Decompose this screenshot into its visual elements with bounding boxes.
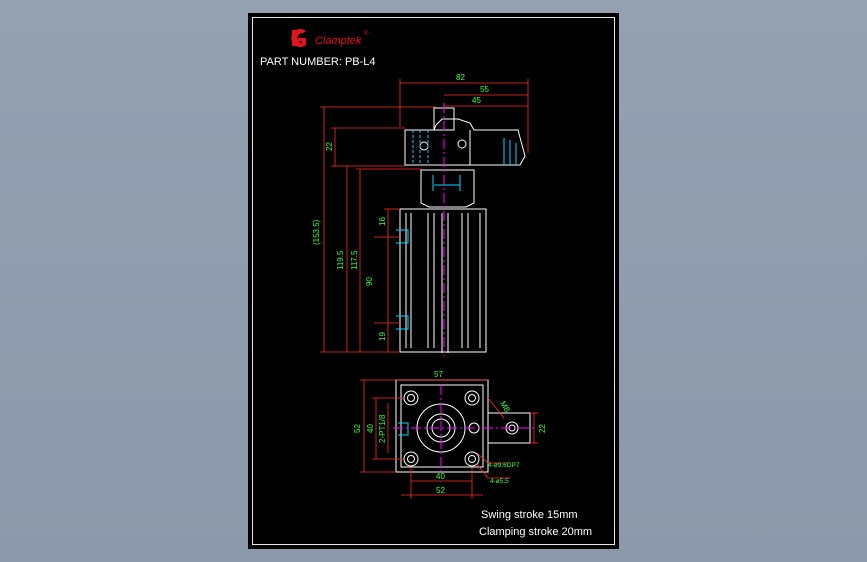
dim-40-horiz: 40 [436,472,445,481]
flange-outline [395,379,489,473]
dim-117-5: 117.5 [350,250,359,270]
dim-22-side: 22 [325,142,334,151]
logo-registered-mark: ® [364,30,369,37]
dim-55: 55 [480,85,489,94]
swing-stroke-note: Swing stroke 15mm [481,509,578,521]
dim-52-horiz: 52 [436,486,445,495]
dim-holes-9-6: 4-ø9.6DP7 [488,462,520,469]
plan-view-dim-text: 57 52 40 2-PT1/8 M8 22 4-ø9.6DP7 40 4-ø5… [353,370,547,495]
dim-19: 19 [378,332,387,341]
side-view-dim-text: 82 55 45 22 (153.5) 119.5 117.5 16 90 19 [312,73,489,341]
dim-57: 57 [434,370,443,379]
part-number-label: PART NUMBER: PB-L4 [260,56,376,68]
dim-40-vert: 40 [366,424,375,433]
upper-port [396,229,409,244]
dim-holes-5-5: 4-ø5.5 [490,478,509,485]
dim-45: 45 [472,96,481,105]
dim-16: 16 [378,217,387,226]
bolt-hole-tr [464,390,480,406]
drawing-sheet: Clamptek ® PART NUMBER: PB-L4 [248,13,619,549]
bolt-hole-tl [403,390,419,406]
arm-plan [488,412,531,444]
logo-wordmark: Clamptek [315,35,362,47]
dim-52-vert: 52 [353,424,362,433]
bolt-hole-bl [403,451,419,467]
arm-pin-hole [419,141,429,151]
dim-90: 90 [365,277,374,286]
clamping-stroke-note: Clamping stroke 20mm [479,526,592,538]
dim-119-5: 119.5 [336,250,345,270]
technical-drawing: Clamptek ® PART NUMBER: PB-L4 [260,28,592,538]
dim-m8: M8 [498,400,512,415]
bolt-hole-br [464,451,480,467]
clamp-arm [404,118,526,166]
dim-82: 82 [456,73,465,82]
piston-neck [420,169,475,208]
lower-port [396,315,409,330]
title-frame [252,17,615,545]
arm-pin-hole-2 [457,139,467,149]
dim-port-label: 2-PT1/8 [378,414,387,443]
dim-22-plan: 22 [538,424,547,433]
side-view-dimensions [320,79,529,353]
plan-view-dimensions [360,379,538,499]
side-view [396,103,526,356]
dim-153-5: (153.5) [312,219,321,245]
brand-logo: Clamptek ® [291,28,369,47]
logo-g-bar [292,30,297,46]
plan-view [393,379,534,473]
cylinder-body [399,208,487,353]
